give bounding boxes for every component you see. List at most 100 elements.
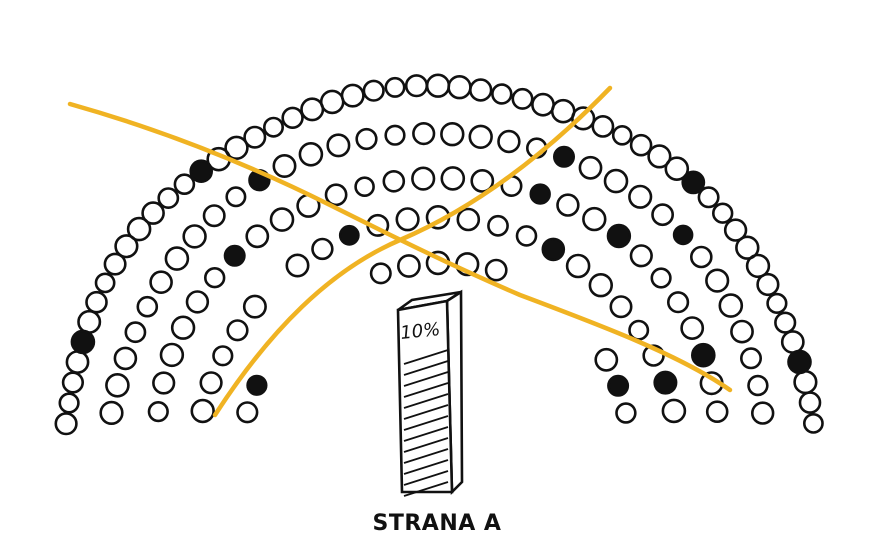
filled-seat-icon: [552, 145, 575, 168]
seat-icon: [262, 116, 284, 138]
seat-icon: [747, 374, 769, 397]
seat-icon: [440, 121, 465, 147]
seat-icon: [300, 97, 325, 122]
seat-icon: [225, 186, 247, 208]
seat-icon: [285, 253, 310, 278]
seat-icon: [515, 225, 538, 247]
seat-icon: [99, 400, 124, 426]
seat-icon: [204, 267, 226, 289]
bar-hatching: [403, 349, 449, 497]
seat-icon: [281, 106, 304, 130]
seat-icon: [152, 371, 176, 395]
filled-seat-icon: [338, 224, 360, 246]
seat-icon: [224, 135, 249, 161]
hatch-line: [403, 426, 449, 442]
seat-icon: [803, 412, 824, 434]
seat-icon: [723, 218, 748, 242]
seat-icon: [412, 122, 436, 146]
seat-icon: [425, 73, 451, 98]
seat-icon: [182, 224, 207, 249]
seat-icon: [484, 258, 508, 282]
seat-icon: [650, 267, 672, 289]
filled-seat-icon: [70, 329, 96, 355]
hatch-line: [403, 404, 449, 420]
seat-icon: [141, 201, 165, 225]
filled-seat-icon: [246, 374, 268, 396]
seat-icon: [651, 203, 675, 227]
seat-icon: [395, 207, 420, 232]
hatch-line: [403, 349, 449, 365]
seat-icon: [750, 401, 775, 425]
seat-icon: [126, 216, 152, 242]
hatch-line: [403, 415, 449, 431]
hatch-line: [403, 470, 449, 486]
seat-icon: [470, 168, 495, 193]
seat-icon: [487, 214, 509, 237]
seat-icon: [226, 319, 249, 342]
seat-icon: [578, 155, 603, 180]
party-label: STRANA A: [373, 511, 502, 534]
seat-icon: [774, 311, 797, 334]
filled-seat-icon: [690, 342, 716, 368]
seat-icon: [756, 272, 780, 297]
seat-icon: [718, 293, 744, 318]
seat-icon: [556, 193, 580, 217]
seat-icon: [456, 207, 481, 232]
seat-icon: [396, 254, 421, 278]
seat-icon: [661, 398, 687, 424]
seat-icon: [185, 290, 210, 314]
seat-icon: [94, 272, 116, 294]
seat-icon: [730, 319, 754, 344]
seat-icon: [159, 342, 185, 368]
vote-bar: 10%: [396, 289, 464, 497]
seat-icon: [511, 87, 534, 110]
seat-icon: [666, 291, 690, 314]
seat-icon: [170, 315, 196, 340]
hatch-line: [403, 481, 449, 497]
seat-icon: [199, 371, 223, 395]
seat-icon: [609, 295, 633, 319]
seat-icon: [798, 391, 822, 414]
filled-seat-icon: [653, 370, 678, 395]
seat-icon: [642, 344, 665, 367]
seat-icon: [689, 245, 713, 269]
seat-icon: [236, 401, 259, 424]
seat-icon: [469, 78, 493, 102]
seat-icon: [611, 125, 633, 146]
seat-icon: [243, 125, 267, 149]
seat-icon: [531, 92, 555, 117]
cross-line-left: [67, 101, 733, 393]
seat-icon: [85, 290, 108, 314]
hatch-line: [403, 437, 449, 453]
seat-icon: [739, 347, 762, 370]
seat-icon: [565, 253, 591, 279]
seat-icon: [404, 74, 429, 98]
seat-icon: [136, 295, 159, 318]
seat-icon: [149, 270, 173, 295]
filled-seat-icon: [223, 244, 246, 267]
filled-seat-icon: [787, 349, 812, 375]
seat-icon: [384, 124, 406, 146]
seat-icon: [629, 244, 653, 268]
seat-group: [54, 73, 824, 436]
hatch-line: [403, 371, 449, 387]
filled-seat-icon: [681, 170, 706, 195]
seat-icon: [324, 183, 348, 207]
seat-icon: [272, 154, 297, 179]
seat-icon: [173, 173, 196, 195]
hatch-line: [403, 448, 449, 464]
seat-icon: [190, 398, 215, 424]
seat-icon: [766, 292, 788, 315]
seat-icon: [664, 156, 690, 181]
seat-icon: [491, 83, 513, 105]
seat-icon: [362, 79, 385, 102]
seat-icon: [311, 237, 334, 261]
filled-seat-icon: [672, 224, 694, 246]
seat-icon: [384, 76, 406, 98]
seat-icon: [745, 253, 771, 279]
seat-icon: [298, 142, 324, 167]
hatch-line: [403, 382, 449, 398]
seat-icon: [326, 133, 351, 158]
seat-icon: [629, 133, 653, 157]
seat-icon: [65, 350, 90, 375]
